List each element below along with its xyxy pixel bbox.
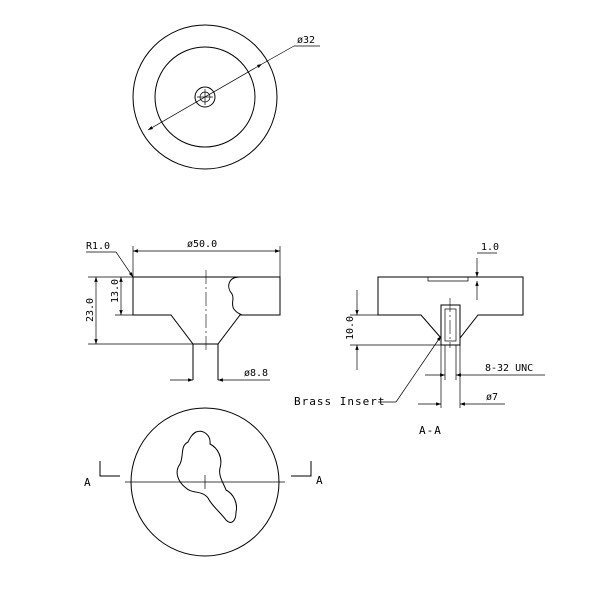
section-title-label: A-A [419,424,442,437]
section-top-label: 1.0 [481,242,499,253]
bottom-cut-marker-right [291,461,312,477]
section-top-notch [427,277,469,282]
section-body [377,276,524,340]
section-insert-dia-label: ø7 [486,392,498,403]
section-depth-label: 10.0 [345,316,356,340]
bottom-cut-marker-left [99,461,120,477]
front-height-upper-label: 13.0 [110,279,121,303]
section-insert [440,304,461,346]
section-view: 1.0 10.0 8-32 UNC ø7 Brass Insert A-A [294,242,545,437]
brass-insert-leader [395,335,442,403]
section-thread-label: 8-32 UNC [485,363,533,374]
top-dia-leader [261,45,295,65]
bottom-cut-label-right: A [316,474,324,487]
bottom-silhouette-cutout [176,430,237,523]
bottom-view: A A [84,407,324,557]
front-body-outline [132,276,281,345]
top-outer-circle [132,24,278,170]
top-dia-dim-line [147,63,263,131]
top-view: ø32 [132,24,320,170]
brass-insert-label: Brass Insert [294,395,385,408]
front-bottom-dia-label: ø8.8 [244,368,268,379]
bottom-cut-label-left: A [84,476,92,489]
front-height-total-label: 23.0 [85,298,96,322]
front-view: ø50.0 R1.0 13.0 23.0 ø8.8 [85,239,281,382]
front-hatched-region [228,276,281,316]
top-dia-label: ø32 [297,35,315,46]
front-radius-label: R1.0 [86,241,110,252]
front-radius-leader [115,251,134,278]
section-insert-thread [444,308,457,342]
front-top-dia-label: ø50.0 [187,239,217,250]
